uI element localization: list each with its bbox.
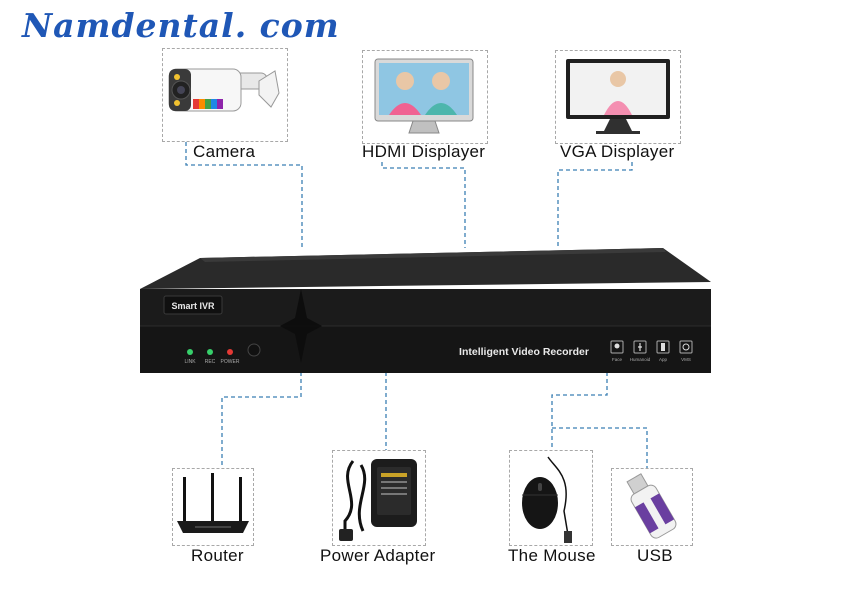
recorder-title: Intelligent Video Recorder [459, 346, 589, 358]
camera-label: Camera [193, 142, 256, 161]
router-label: Router [191, 546, 244, 565]
vga-box [555, 50, 681, 144]
mouse-icon [522, 456, 572, 543]
connector-usb [552, 427, 648, 468]
feature-app: App [659, 357, 668, 362]
power-button [247, 343, 261, 357]
usb-box [611, 468, 693, 546]
led-link-label: LINK [184, 359, 196, 365]
camera-box [162, 48, 288, 142]
connector-camera [185, 142, 303, 250]
feature-face: Face [612, 357, 623, 362]
connector-hdmi [381, 162, 466, 248]
led-power [227, 349, 233, 355]
power-label: Power Adapter [320, 546, 436, 565]
smart-ivr-badge [163, 295, 223, 315]
connector-vga [557, 162, 633, 248]
led-link [187, 349, 193, 355]
power-adapter-icon [339, 459, 417, 541]
mouse-box [509, 450, 593, 546]
hdmi-box [362, 50, 488, 144]
camera-icon [168, 68, 280, 112]
feature-humanoid: Humanoid [630, 357, 651, 362]
led-power-label: POWER [221, 359, 240, 365]
connector-mouse [551, 372, 608, 452]
connector-router [221, 372, 302, 470]
smart-ivr-text: Smart IVR [171, 301, 215, 311]
hdmi-label: HDMI Displayer [362, 142, 486, 161]
router-icon [177, 473, 249, 533]
usb-label: USB [637, 546, 673, 565]
brand-watermark: Namdental. com [22, 6, 340, 45]
humanoid-icon [638, 343, 642, 351]
router-box [172, 468, 254, 546]
app-icon [661, 343, 665, 351]
hdmi-monitor-icon [374, 58, 474, 134]
mouse-label: The Mouse [508, 546, 596, 565]
led-rec-label: REC [205, 359, 216, 365]
usb-drive-icon [626, 473, 677, 539]
vga-monitor-icon [566, 59, 670, 134]
face-icon [614, 343, 620, 349]
led-rec [207, 349, 213, 355]
vms-icon [682, 343, 690, 351]
power-box [332, 450, 426, 546]
feature-vms: VMS [681, 357, 691, 362]
vga-label: VGA Displayer [560, 142, 675, 161]
